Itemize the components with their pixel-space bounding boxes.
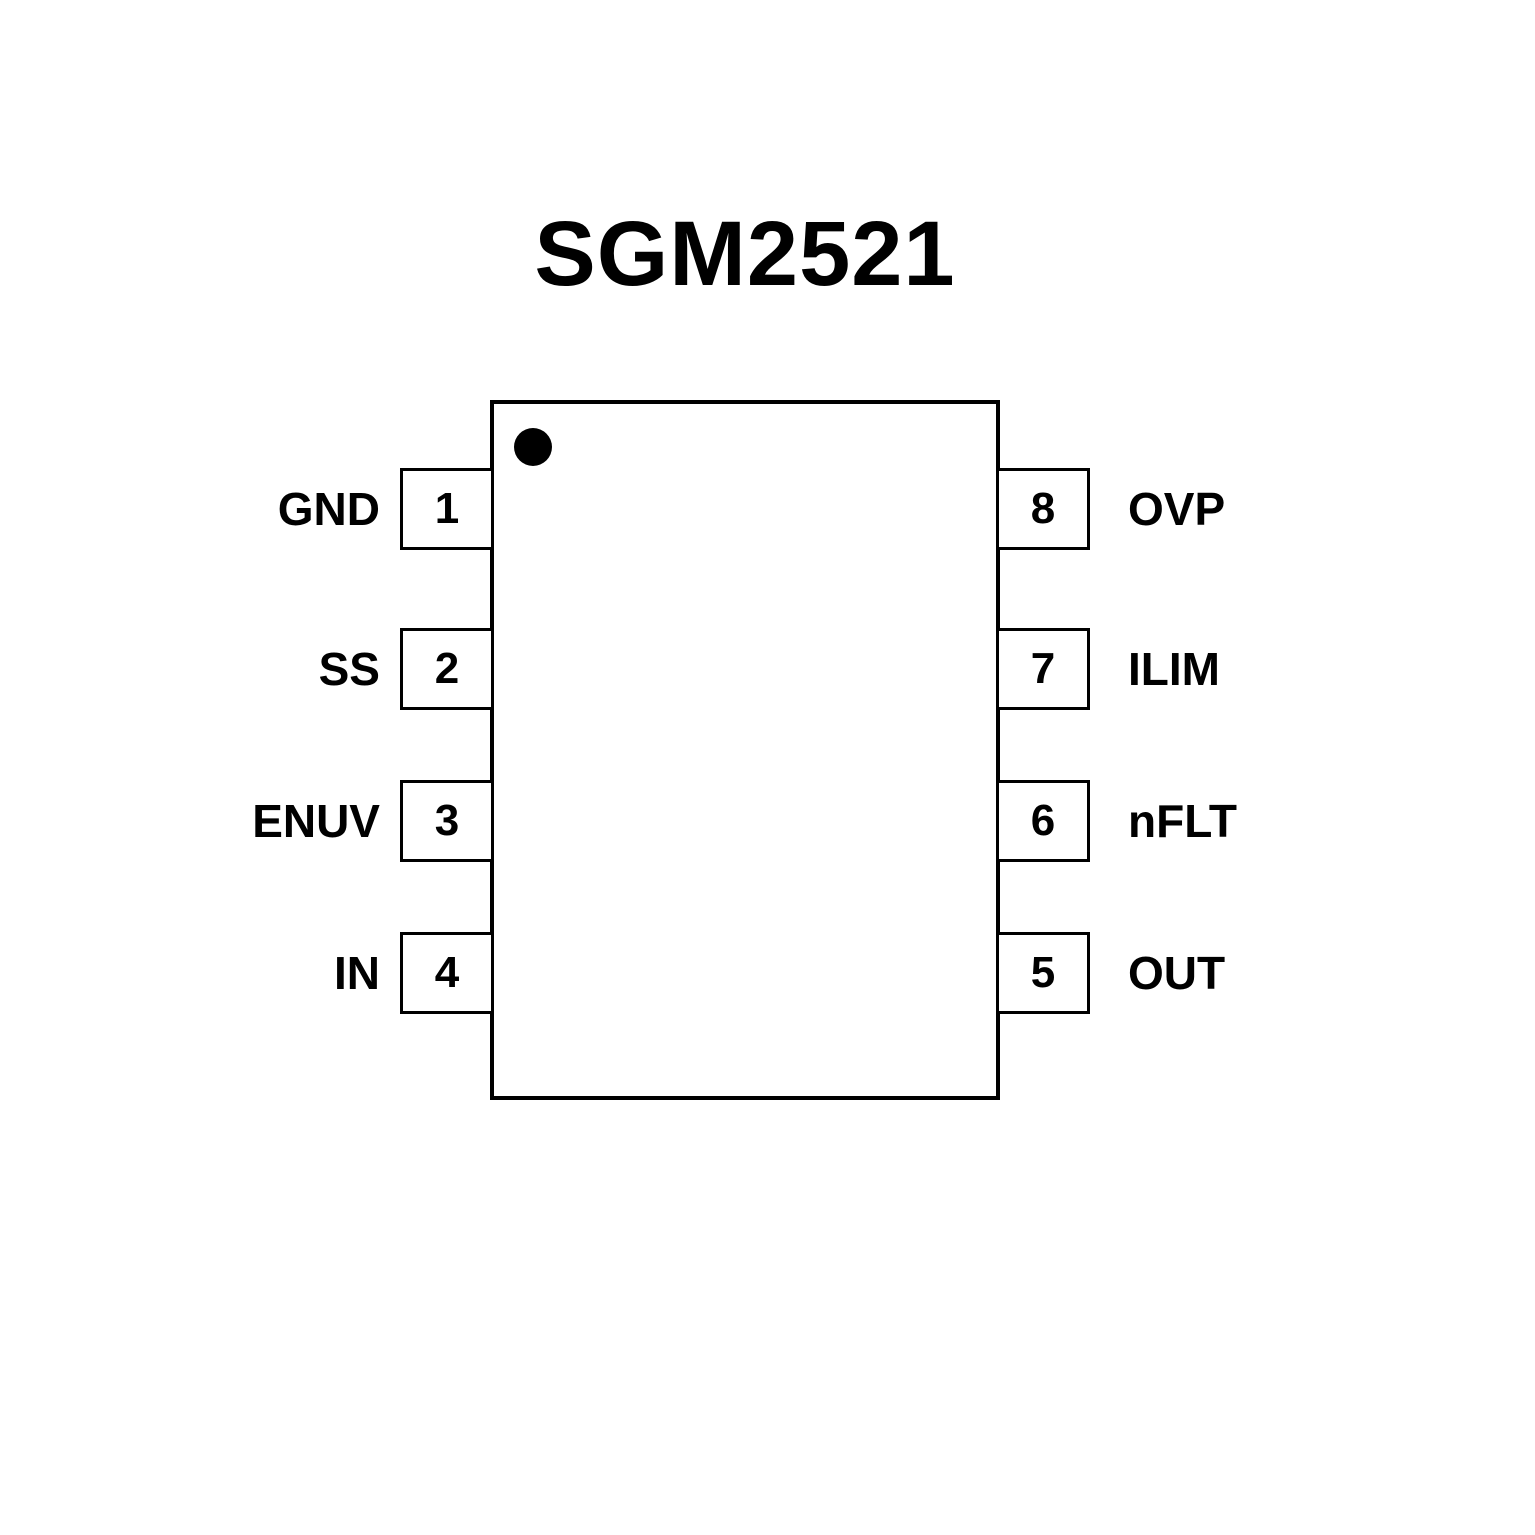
chip-body	[490, 400, 1000, 1100]
pin-label-enuv: ENUV	[252, 795, 380, 847]
pin-number-6: 6	[1030, 796, 1056, 845]
chip-title: SGM2521	[534, 203, 956, 305]
pin-box-8: 8	[996, 468, 1090, 550]
pin-number-8: 8	[1030, 484, 1056, 533]
pin-label-ovp: OVP	[1128, 483, 1226, 535]
pin-number-1: 1	[434, 484, 460, 533]
pin-number-3: 3	[434, 796, 460, 845]
pin-box-2: 2	[400, 628, 494, 710]
pin-label-ilim: ILIM	[1128, 643, 1220, 695]
pin-number-7: 7	[1030, 644, 1056, 693]
pin-number-2: 2	[434, 644, 460, 693]
pin-label-gnd: GND	[277, 483, 380, 535]
pin-number-4: 4	[434, 948, 460, 997]
pin-label-in: IN	[334, 947, 380, 999]
pin-box-5: 5	[996, 932, 1090, 1014]
pin1-indicator-dot	[514, 428, 552, 466]
pin-label-out: OUT	[1128, 947, 1226, 999]
pin-box-7: 7	[996, 628, 1090, 710]
pin-box-4: 4	[400, 932, 494, 1014]
pin-label-nflt: nFLT	[1128, 795, 1237, 847]
pin-label-ss: SS	[318, 643, 380, 695]
pin-box-6: 6	[996, 780, 1090, 862]
pin-box-1: 1	[400, 468, 494, 550]
pin-number-5: 5	[1030, 948, 1056, 997]
pin-box-3: 3	[400, 780, 494, 862]
